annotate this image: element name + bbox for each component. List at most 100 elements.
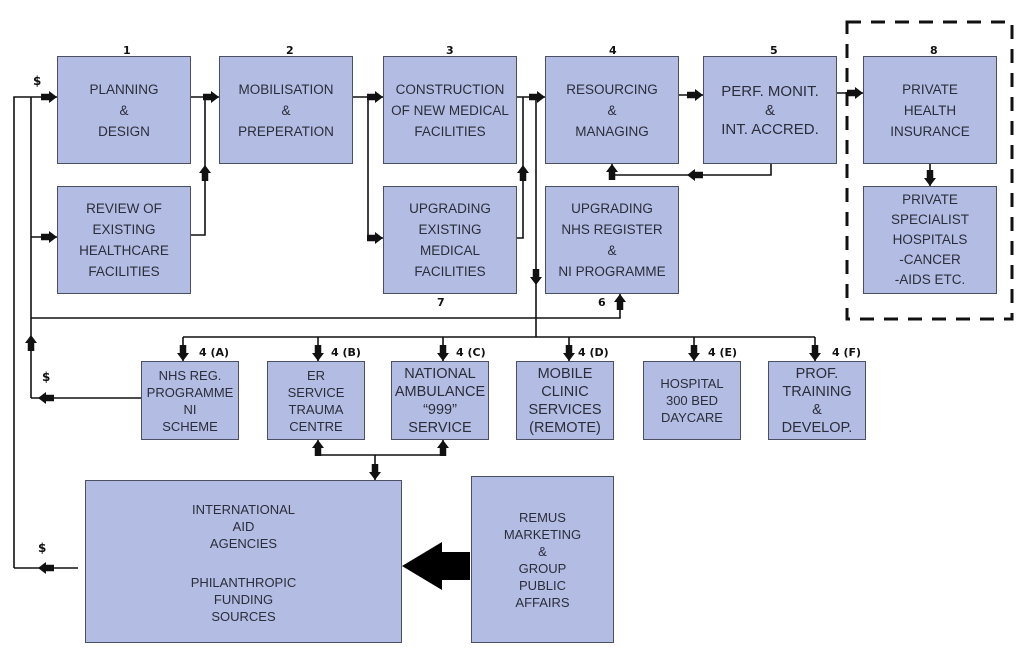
sub-service-box-4a[interactable]: NHS REG. PROGRAMME NI SCHEME xyxy=(141,361,239,440)
stage-box-construction[interactable]: CONSTRUCTION OF NEW MEDICAL FACILITIES xyxy=(383,56,517,164)
arrow-right-icon xyxy=(367,91,383,103)
arrow-down-icon xyxy=(809,345,821,361)
arrow-down-icon xyxy=(312,345,324,361)
stage-number-4: 4 xyxy=(609,44,617,57)
box-text: SCHEME xyxy=(162,418,218,434)
stage-number-8: 8 xyxy=(930,44,938,57)
arrow-down-icon xyxy=(924,170,936,186)
box-text: OF NEW MEDICAL xyxy=(391,102,509,118)
big-arrow-icon xyxy=(402,542,470,590)
box-text: UPGRADING xyxy=(409,201,491,216)
box-text: (REMOTE) xyxy=(529,419,601,436)
box-text: CONSTRUCTION xyxy=(395,81,505,97)
arrow-down-icon xyxy=(369,464,381,480)
arrow-right-icon xyxy=(529,91,545,103)
money-label: $ xyxy=(33,74,42,88)
box-text: FACILITIES xyxy=(88,264,160,279)
box-text: FACILITIES xyxy=(414,123,486,139)
box-text: PUBLIC xyxy=(519,577,566,593)
box-text: ER xyxy=(306,367,326,383)
marketing-public-affairs-box[interactable]: REMUS MARKETING & GROUP PUBLIC AFFAIRS xyxy=(471,476,614,643)
box-text: RESOURCING xyxy=(566,81,658,97)
box-text: & xyxy=(538,543,547,559)
money-label: $ xyxy=(38,541,47,555)
sub-service-box-4d[interactable]: MOBILE CLINIC SERVICES (REMOTE) xyxy=(516,361,614,440)
connector-line xyxy=(517,97,524,239)
box-text: MOBILISATION xyxy=(238,81,334,97)
box-text: & xyxy=(607,102,617,118)
box-text: AFFAIRS xyxy=(515,594,570,610)
stage-box-resourcing[interactable]: RESOURCING & MANAGING xyxy=(545,56,679,164)
box-text: FUNDING xyxy=(213,592,274,607)
stage-box-private-health-insurance[interactable]: PRIVATE HEALTH INSURANCE xyxy=(863,56,997,164)
private-sector-group-border xyxy=(845,20,1014,321)
box-text: SERVICE xyxy=(408,419,472,436)
money-label: $ xyxy=(42,370,51,384)
box-text: INSURANCE xyxy=(890,123,970,139)
box-text: HEALTHCARE xyxy=(79,243,169,258)
arrow-up-icon xyxy=(312,440,324,456)
box-text: NI PROGRAMME xyxy=(558,264,666,279)
arrow-up-icon xyxy=(614,294,626,310)
sub-service-box-4f[interactable]: PROF. TRAINING & DEVELOP. xyxy=(768,361,866,440)
arrow-left-icon xyxy=(38,562,54,574)
stage-box-mobilisation[interactable]: MOBILISATION & PREPERATION xyxy=(219,56,353,164)
arrow-down-icon xyxy=(530,269,542,285)
box-text: 300 BED xyxy=(665,393,719,408)
box-text: NHS REG. xyxy=(158,367,222,383)
box-text: DEVELOP. xyxy=(781,419,853,436)
box-text: SPECIALIST xyxy=(890,212,970,227)
stage-number-5: 5 xyxy=(770,44,778,57)
sub-service-label-4d: 4 (D) xyxy=(578,346,609,359)
sub-service-label-4a: 4 (A) xyxy=(199,346,230,359)
box-text: PROF. xyxy=(795,365,839,382)
connector-line xyxy=(191,97,206,236)
box-private-specialist-hospitals[interactable]: PRIVATE SPECIALIST HOSPITALS -CANCER -AI… xyxy=(863,186,997,294)
stage-box-planning-design[interactable]: PLANNING & DESIGN xyxy=(57,56,191,164)
funding-sources-box[interactable]: INTERNATIONAL AID AGENCIES PHILANTHROPIC… xyxy=(85,480,402,643)
international-aid-section: INTERNATIONAL AID AGENCIES xyxy=(86,501,401,552)
box-text: PREPERATION xyxy=(238,123,334,139)
box-text: SERVICE xyxy=(287,384,345,400)
box-text: UPGRADING xyxy=(571,201,653,216)
box-text: TRAUMA xyxy=(288,401,344,417)
box-text: PERF. MONIT. xyxy=(721,82,819,100)
box-text: GROUP xyxy=(518,560,567,576)
box-text: TRAINING xyxy=(782,383,852,400)
box-text: REVIEW OF xyxy=(86,201,162,216)
sub-service-box-4b[interactable]: ER SERVICE TRAUMA CENTRE xyxy=(267,361,365,440)
box-review-existing-facilities[interactable]: REVIEW OF EXISTING HEALTHCARE FACILITIES xyxy=(57,186,191,294)
arrow-down-icon xyxy=(563,345,575,361)
arrow-right-icon xyxy=(203,91,219,103)
stage-number-3: 3 xyxy=(446,44,454,57)
arrow-left-icon xyxy=(687,169,703,181)
box-text: MARKETING xyxy=(503,526,582,542)
box-text: EXISTING xyxy=(418,222,482,237)
box-upgrading-nhs-register[interactable]: UPGRADING NHS REGISTER & NI PROGRAMME xyxy=(545,186,679,294)
box-text: CENTRE xyxy=(289,418,343,434)
box-text: CLINIC xyxy=(541,383,589,400)
arrow-up-icon xyxy=(606,164,618,180)
arrow-left-icon xyxy=(38,392,54,404)
stage-number-1: 1 xyxy=(123,44,131,57)
box-text: AMBULANCE xyxy=(394,383,486,400)
box-text: MANAGING xyxy=(575,123,649,139)
box-text: DAYCARE xyxy=(661,410,723,425)
sub-service-label-4f: 4 (F) xyxy=(832,346,862,359)
arrow-up-icon xyxy=(25,335,37,351)
box-upgrading-existing-facilities[interactable]: UPGRADING EXISTING MEDICAL FACILITIES xyxy=(383,186,517,294)
box-text: & xyxy=(119,102,129,118)
stage-box-performance-monitoring[interactable]: PERF. MONIT. & INT. ACCRED. xyxy=(703,56,837,164)
box-text: HOSPITAL xyxy=(660,376,724,391)
stage-number-7: 7 xyxy=(437,296,445,309)
box-text: PRIVATE xyxy=(902,81,958,97)
box-text: INT. ACCRED. xyxy=(721,120,819,138)
box-text: INTERNATIONAL xyxy=(191,502,296,517)
sub-service-box-4c[interactable]: NATIONAL AMBULANCE “999” SERVICE xyxy=(391,361,489,440)
sub-service-box-4e[interactable]: HOSPITAL 300 BED DAYCARE xyxy=(643,361,741,440)
sub-service-label-4e: 4 (E) xyxy=(708,346,738,359)
box-text: SOURCES xyxy=(211,609,276,624)
box-text: HOSPITALS xyxy=(892,232,968,247)
box-text: DESIGN xyxy=(98,123,150,139)
